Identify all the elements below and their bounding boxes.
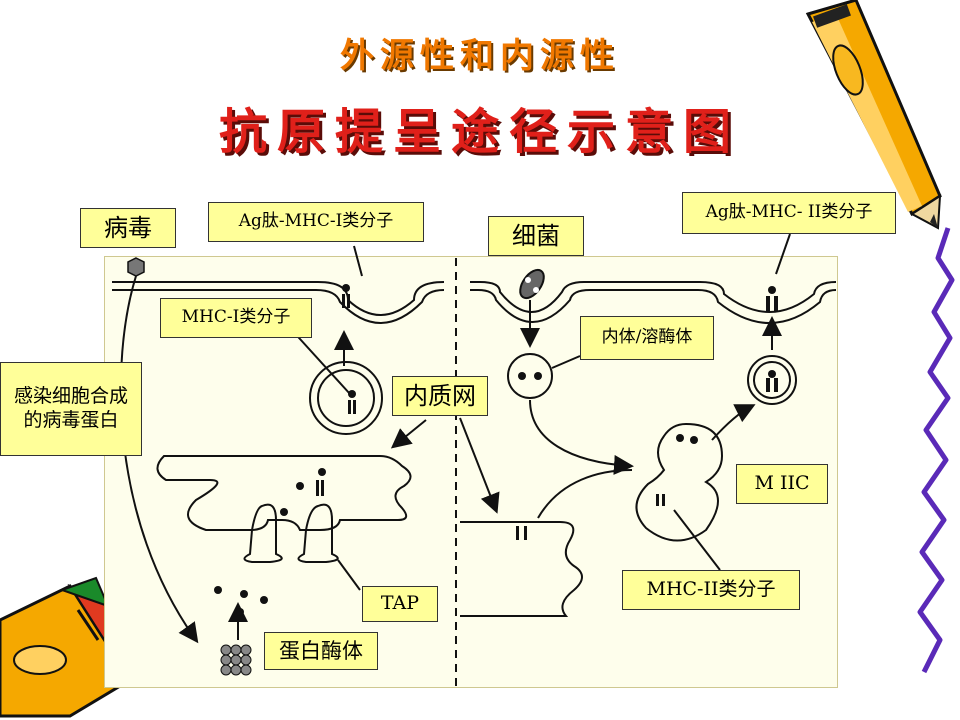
label-mhc2: MHC-II类分子	[622, 570, 800, 610]
pencil-decoration-bottom	[0, 576, 133, 718]
mhc2-vesicle	[747, 355, 797, 405]
label-ag-mhc2: Ag肽-MHC- II类分子	[682, 192, 896, 234]
pencil-decoration-top	[805, 0, 942, 230]
mhc1-vesicle	[309, 361, 383, 435]
label-endosome: 内体/溶酶体	[580, 316, 714, 360]
label-bacteria: 细菌	[488, 216, 584, 256]
endosome-vesicle	[507, 353, 553, 399]
label-miic: M IIC	[736, 464, 828, 504]
label-tap: TAP	[362, 586, 438, 622]
proteasome-icon	[220, 644, 252, 676]
label-mhc1: MHC-I类分子	[160, 298, 312, 338]
label-virus: 病毒	[80, 208, 176, 248]
label-er: 内质网	[392, 376, 488, 416]
membrane-left	[112, 281, 445, 316]
label-ag-mhc1: Ag肽-MHC-I类分子	[208, 202, 424, 242]
label-proteasome: 蛋白酶体	[264, 632, 378, 670]
title-line-1: 外源性和内源性	[340, 36, 620, 76]
er-left	[156, 455, 412, 531]
squiggle-decoration	[917, 227, 955, 674]
bacterium-icon	[519, 268, 545, 300]
virus-icon	[127, 257, 145, 277]
title-line-2: 抗原提呈途径示意图	[218, 104, 741, 160]
miic-compartment	[635, 422, 724, 542]
label-infected-cell-protein: 感染细胞合成的病毒蛋白	[0, 362, 142, 456]
